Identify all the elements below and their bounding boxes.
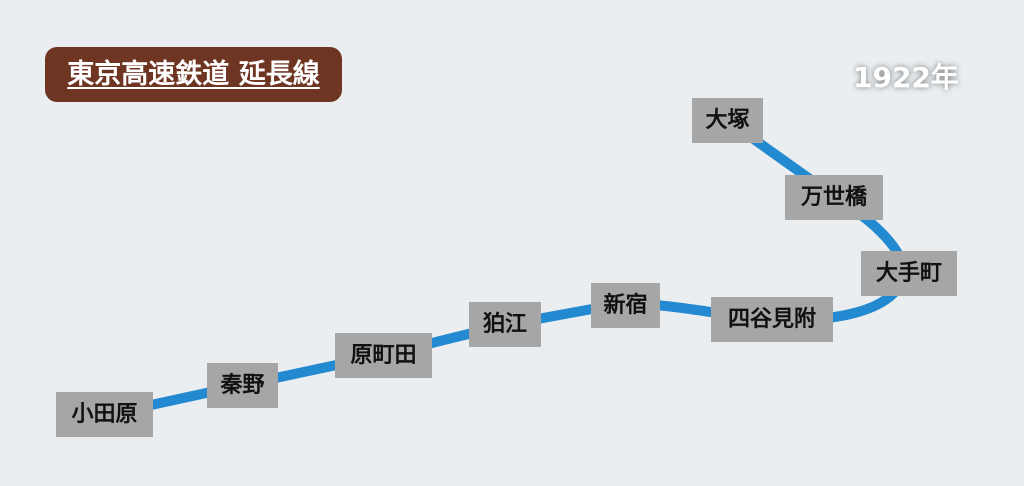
map-title: 東京高速鉄道 延長線 [45,47,342,102]
station-odawara: 小田原 [56,392,153,437]
station-shinjuku: 新宿 [591,283,660,328]
station-otsuka: 大塚 [692,98,763,143]
station-yotsuyamitsuke: 四谷見附 [711,297,833,342]
station-mansei-bashi: 万世橋 [785,175,883,220]
station-hadano: 秦野 [207,363,278,408]
station-komae: 狛江 [469,302,541,347]
year-label: 1922年 [853,61,959,94]
station-otemachi: 大手町 [861,251,957,296]
station-haramachida: 原町田 [335,333,432,378]
